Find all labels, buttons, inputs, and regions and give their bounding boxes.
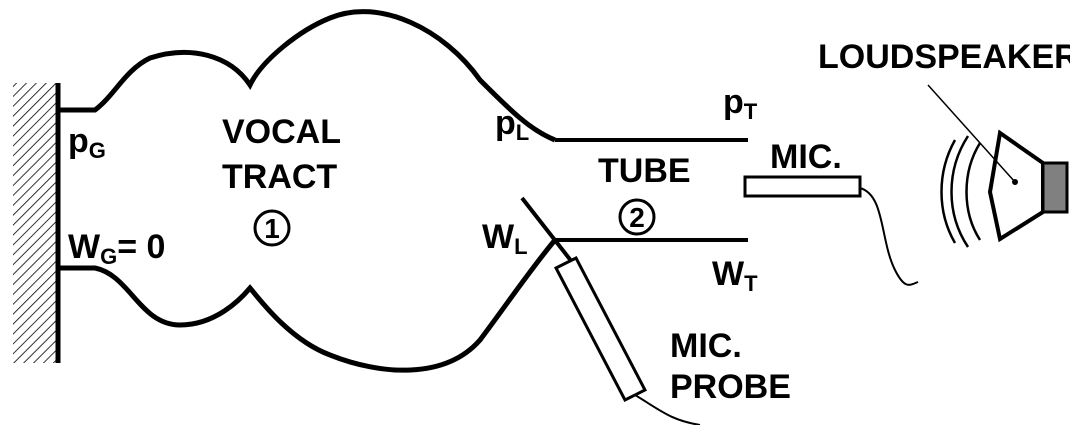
tube-label: TUBE (598, 152, 691, 190)
mic-probe-label-line1: MIC. (670, 327, 742, 365)
pg-symbol: pG (68, 122, 106, 163)
sound-wave-3 (940, 139, 957, 244)
pl-symbol: pL (495, 104, 529, 145)
pt-symbol: pT (723, 83, 758, 124)
speaker-cone (987, 129, 1045, 243)
wall-hatching (13, 83, 58, 363)
plane-wl-line (520, 196, 574, 264)
region-2-number: 2 (629, 202, 645, 233)
vocal-tract-lower-outline (58, 238, 557, 373)
mic-probe-label-line2: PROBE (670, 368, 791, 406)
wt-symbol: WT (712, 255, 758, 296)
mic-probe (553, 255, 701, 425)
region-2-circle (618, 198, 656, 236)
loudspeaker-leader-line (927, 84, 1016, 183)
vocal-tract-upper-outline (58, 9, 556, 143)
wg-symbol: WG= 0 (68, 228, 165, 269)
mic-label: MIC. (770, 138, 842, 176)
wl-symbol: WL (482, 218, 528, 259)
sound-wave-1 (965, 142, 982, 241)
vocal-label: VOCAL (222, 113, 341, 151)
sound-wave-2 (950, 135, 970, 248)
loudspeaker (927, 84, 1069, 248)
tract-label: TRACT (222, 158, 337, 196)
loudspeaker-label: LOUDSPEAKER (818, 38, 1070, 76)
region-1-number: 1 (264, 213, 280, 244)
tube-microphone (743, 175, 919, 286)
speaker-magnet (1041, 161, 1069, 214)
region-1-circle (253, 209, 291, 247)
